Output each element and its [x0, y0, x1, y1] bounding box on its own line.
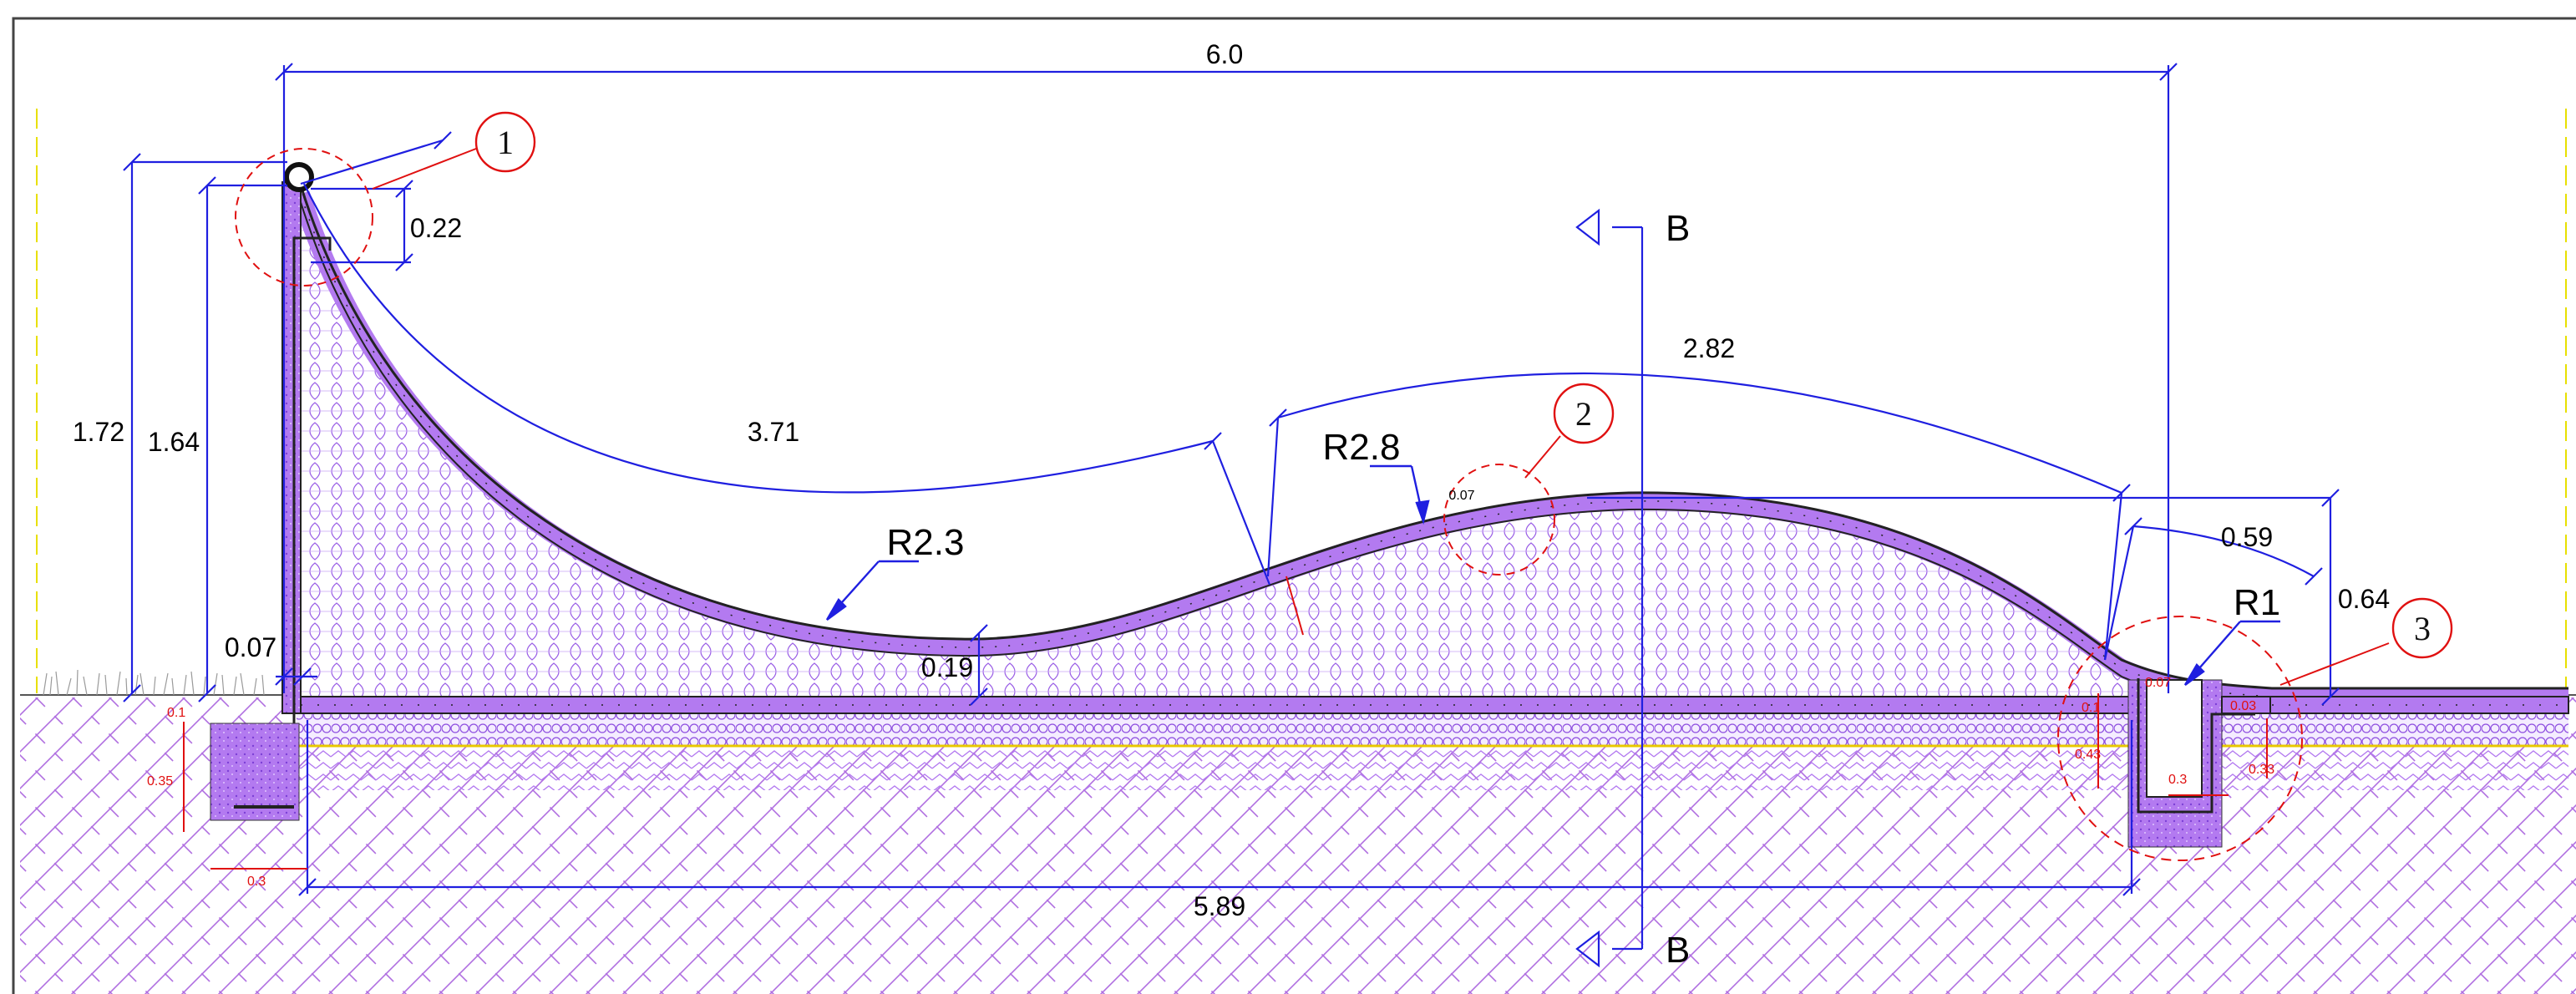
right-footing-cap	[2221, 696, 2271, 714]
footing-right-top-b: 0.03	[2230, 699, 2256, 713]
footing-left-top: 0.1	[167, 706, 185, 720]
page-border	[12, 17, 2576, 994]
ramp-fill-body	[297, 194, 2568, 712]
dim-radius-exit: R1	[2234, 582, 2280, 623]
callout-graphics	[183, 111, 2453, 870]
dim-radius-ramp: R2.3	[887, 522, 965, 563]
dim-overall-width: 6.0	[1206, 39, 1243, 69]
footing-right-width: 0.3	[2168, 773, 2187, 787]
dim-slab-thickness: 0.19	[921, 652, 973, 682]
dimension-lines	[123, 63, 2340, 968]
section-label-top: B	[1666, 208, 1690, 249]
ramp-shell-outline-top	[299, 185, 2568, 690]
footing-right-depth-b: 0.33	[2249, 763, 2274, 777]
dim-wall-height: 1.64	[148, 427, 200, 457]
grass-tufts	[43, 669, 265, 696]
ramp-shell-outline-bottom	[300, 201, 2568, 706]
footing-right-a: 0.1	[2082, 701, 2100, 715]
section-label-bottom: B	[1666, 930, 1690, 971]
callout-number-1: 1	[497, 124, 514, 161]
dim-exit-height: 0.64	[2338, 584, 2390, 614]
dim-radius-hump: R2.8	[1323, 427, 1401, 468]
dim-exit-length: 0.59	[2221, 522, 2273, 552]
callout-number-2: 2	[1575, 395, 1592, 433]
dim-base-length: 5.89	[1194, 891, 1245, 921]
ramp-shell	[292, 190, 2568, 706]
dim-arc-hump: 2.82	[1683, 333, 1735, 363]
callout-number-3: 3	[2414, 610, 2431, 647]
dim-wall-thickness: 0.07	[225, 632, 276, 662]
coping-pipe	[284, 162, 314, 192]
footing-left-width: 0.3	[247, 875, 266, 889]
footing-right-depth: 0.43	[2075, 748, 2101, 762]
dim-total-height: 1.72	[73, 417, 124, 447]
footing-right-top-a: 0.07	[2145, 676, 2171, 690]
radius-leaders	[825, 464, 2280, 686]
base-chevron-layer	[297, 748, 2568, 790]
base-gravel-layer	[297, 712, 2568, 745]
dim-top-offset: 0.22	[410, 213, 462, 243]
right-footing-void	[2146, 679, 2203, 798]
dim-hump-shell: 0.07	[1448, 489, 1474, 503]
left-wall-rebar	[292, 236, 332, 814]
dim-arc-ramp: 3.71	[748, 417, 799, 447]
left-footing	[210, 723, 300, 821]
footing-left-depth: 0.35	[147, 774, 173, 789]
left-wall	[281, 181, 302, 714]
